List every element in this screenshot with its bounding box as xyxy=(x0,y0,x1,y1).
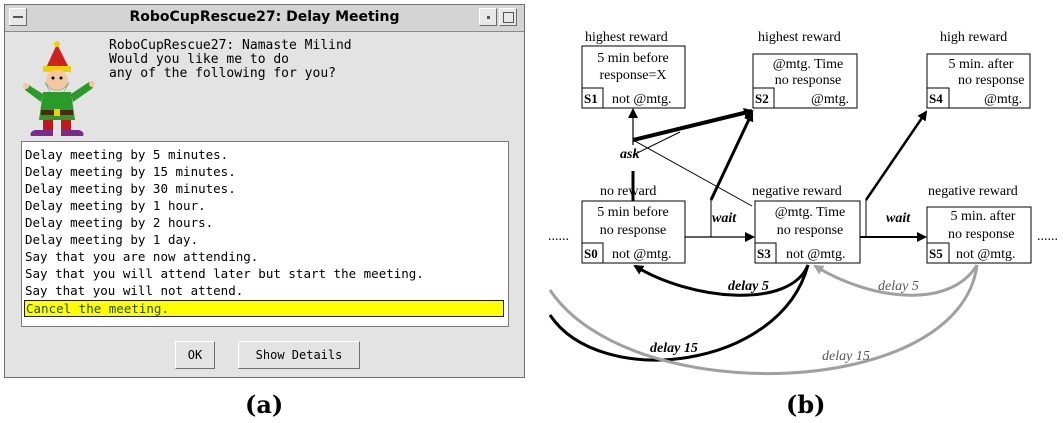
s1-reward: highest reward xyxy=(585,30,668,45)
option-now-attending[interactable]: Say that you are now attending. xyxy=(25,249,259,264)
s2-line3: @mtg. xyxy=(811,92,849,107)
delay15-s5-loop xyxy=(548,264,979,375)
delay15-label-a: delay 15 xyxy=(650,341,698,356)
s5-line1: 5 min. after xyxy=(951,209,1016,224)
title-bar[interactable]: RoboCupRescue27: Delay Meeting xyxy=(5,5,524,32)
s5-reward: negative reward xyxy=(928,184,1018,199)
option-attend-later[interactable]: Say that you will attend later but start… xyxy=(25,266,424,281)
delay15-s3-loop xyxy=(548,264,810,362)
delay5-label-a: delay 5 xyxy=(728,279,769,294)
s1-line1: 5 min before xyxy=(597,51,669,66)
minimize-button[interactable] xyxy=(479,8,497,26)
assistant-message: RoboCupRescue27: Namaste Milind Would yo… xyxy=(109,39,352,81)
ok-button[interactable]: OK xyxy=(175,341,215,369)
s3-id: S3 xyxy=(757,246,771,261)
state-s4: 5 min. after no response S4 @mtg. xyxy=(926,53,1031,109)
window-menu-button[interactable] xyxy=(9,8,27,26)
ellipsis-left: ...... xyxy=(548,229,569,244)
option-delay-30-min[interactable]: Delay meeting by 30 minutes. xyxy=(25,181,236,196)
caption-a: (a) xyxy=(245,390,284,419)
delay5-s3-s0-arrow xyxy=(633,264,810,297)
s1-line3: not @mtg. xyxy=(612,92,672,107)
ask-to-s3-line xyxy=(632,139,753,207)
option-delay-1-day[interactable]: Delay meeting by 1 day. xyxy=(25,232,199,247)
wait-s0-s2-arrow xyxy=(709,111,754,201)
ellipsis-right: ...... xyxy=(1037,229,1058,244)
s5-line3: not @mtg. xyxy=(956,247,1016,262)
state-s1: 5 min before response=X S1 not @mtg. xyxy=(581,45,686,109)
message-line: RoboCupRescue27: Namaste Milind xyxy=(109,38,352,53)
s0-line1: 5 min before xyxy=(597,205,669,220)
s2-reward: highest reward xyxy=(758,30,841,45)
s3-line3: not @mtg. xyxy=(786,247,846,262)
message-line: Would you like me to do xyxy=(109,52,290,67)
s4-line1: 5 min. after xyxy=(949,57,1014,72)
option-delay-1-hour[interactable]: Delay meeting by 1 hour. xyxy=(25,198,206,213)
s1-id: S1 xyxy=(584,91,598,106)
s4-reward: high reward xyxy=(940,30,1007,45)
ask-branch-mark xyxy=(632,131,681,156)
s0-line3: not @mtg. xyxy=(612,247,672,262)
option-delay-5-min[interactable]: Delay meeting by 5 minutes. xyxy=(25,147,229,162)
s2-line1: @mtg. Time xyxy=(773,57,843,72)
option-list[interactable]: Delay meeting by 5 minutes. Delay meetin… xyxy=(21,141,509,327)
option-delay-2-hours[interactable]: Delay meeting by 2 hours. xyxy=(25,215,214,230)
s5-line2: no response xyxy=(948,227,1015,242)
delay15-label-b: delay 15 xyxy=(822,349,870,364)
state-s0: 5 min before no response S0 not @mtg. xyxy=(581,200,686,264)
s3-line1: @mtg. Time xyxy=(775,205,845,220)
wait-label-2: wait xyxy=(886,211,911,226)
s4-line2: no response xyxy=(958,73,1025,88)
option-cancel-meeting[interactable]: Cancel the meeting. xyxy=(24,300,504,317)
s4-line3: @mtg. xyxy=(984,92,1022,107)
state-s5: 5 min. after no response S5 not @mtg. xyxy=(926,206,1032,264)
s1-line2: response=X xyxy=(600,68,667,83)
show-details-button[interactable]: Show Details xyxy=(238,341,360,369)
option-not-attend[interactable]: Say that you will not attend. xyxy=(25,283,244,298)
s3-reward: negative reward xyxy=(752,184,842,199)
state-s2: @mtg. Time no response S2 @mtg. xyxy=(752,53,858,109)
ask-label: ask xyxy=(620,147,639,162)
caption-b: (b) xyxy=(786,390,826,419)
s4-id: S4 xyxy=(929,91,943,106)
wait-label-1: wait xyxy=(712,211,737,226)
message-line: any of the following for you? xyxy=(109,66,336,81)
s0-id: S0 xyxy=(584,246,598,261)
elf-avatar-icon xyxy=(23,41,95,136)
delay5-s5-s3-arrow xyxy=(813,264,979,297)
s0-line2: no response xyxy=(600,223,667,238)
delay5-label-b: delay 5 xyxy=(878,279,919,294)
s0-reward: no reward xyxy=(600,184,656,199)
wait-s3-s4-arrow xyxy=(864,110,928,201)
s2-line2: no response xyxy=(775,73,842,88)
s5-id: S5 xyxy=(929,246,943,261)
state-s3: @mtg. Time no response S3 not @mtg. xyxy=(754,200,861,264)
window-title: RoboCupRescue27: Delay Meeting xyxy=(129,9,400,25)
maximize-button[interactable] xyxy=(499,8,517,26)
ask-to-s2-arrow xyxy=(632,108,754,142)
delay-meeting-dialog: RoboCupRescue27: Delay Meeting RoboCupRe… xyxy=(4,4,525,378)
s2-id: S2 xyxy=(755,91,769,106)
mdp-diagram: highest reward highest reward high rewar… xyxy=(548,30,1058,375)
s3-line2: no response xyxy=(777,223,844,238)
option-delay-15-min[interactable]: Delay meeting by 15 minutes. xyxy=(25,164,236,179)
